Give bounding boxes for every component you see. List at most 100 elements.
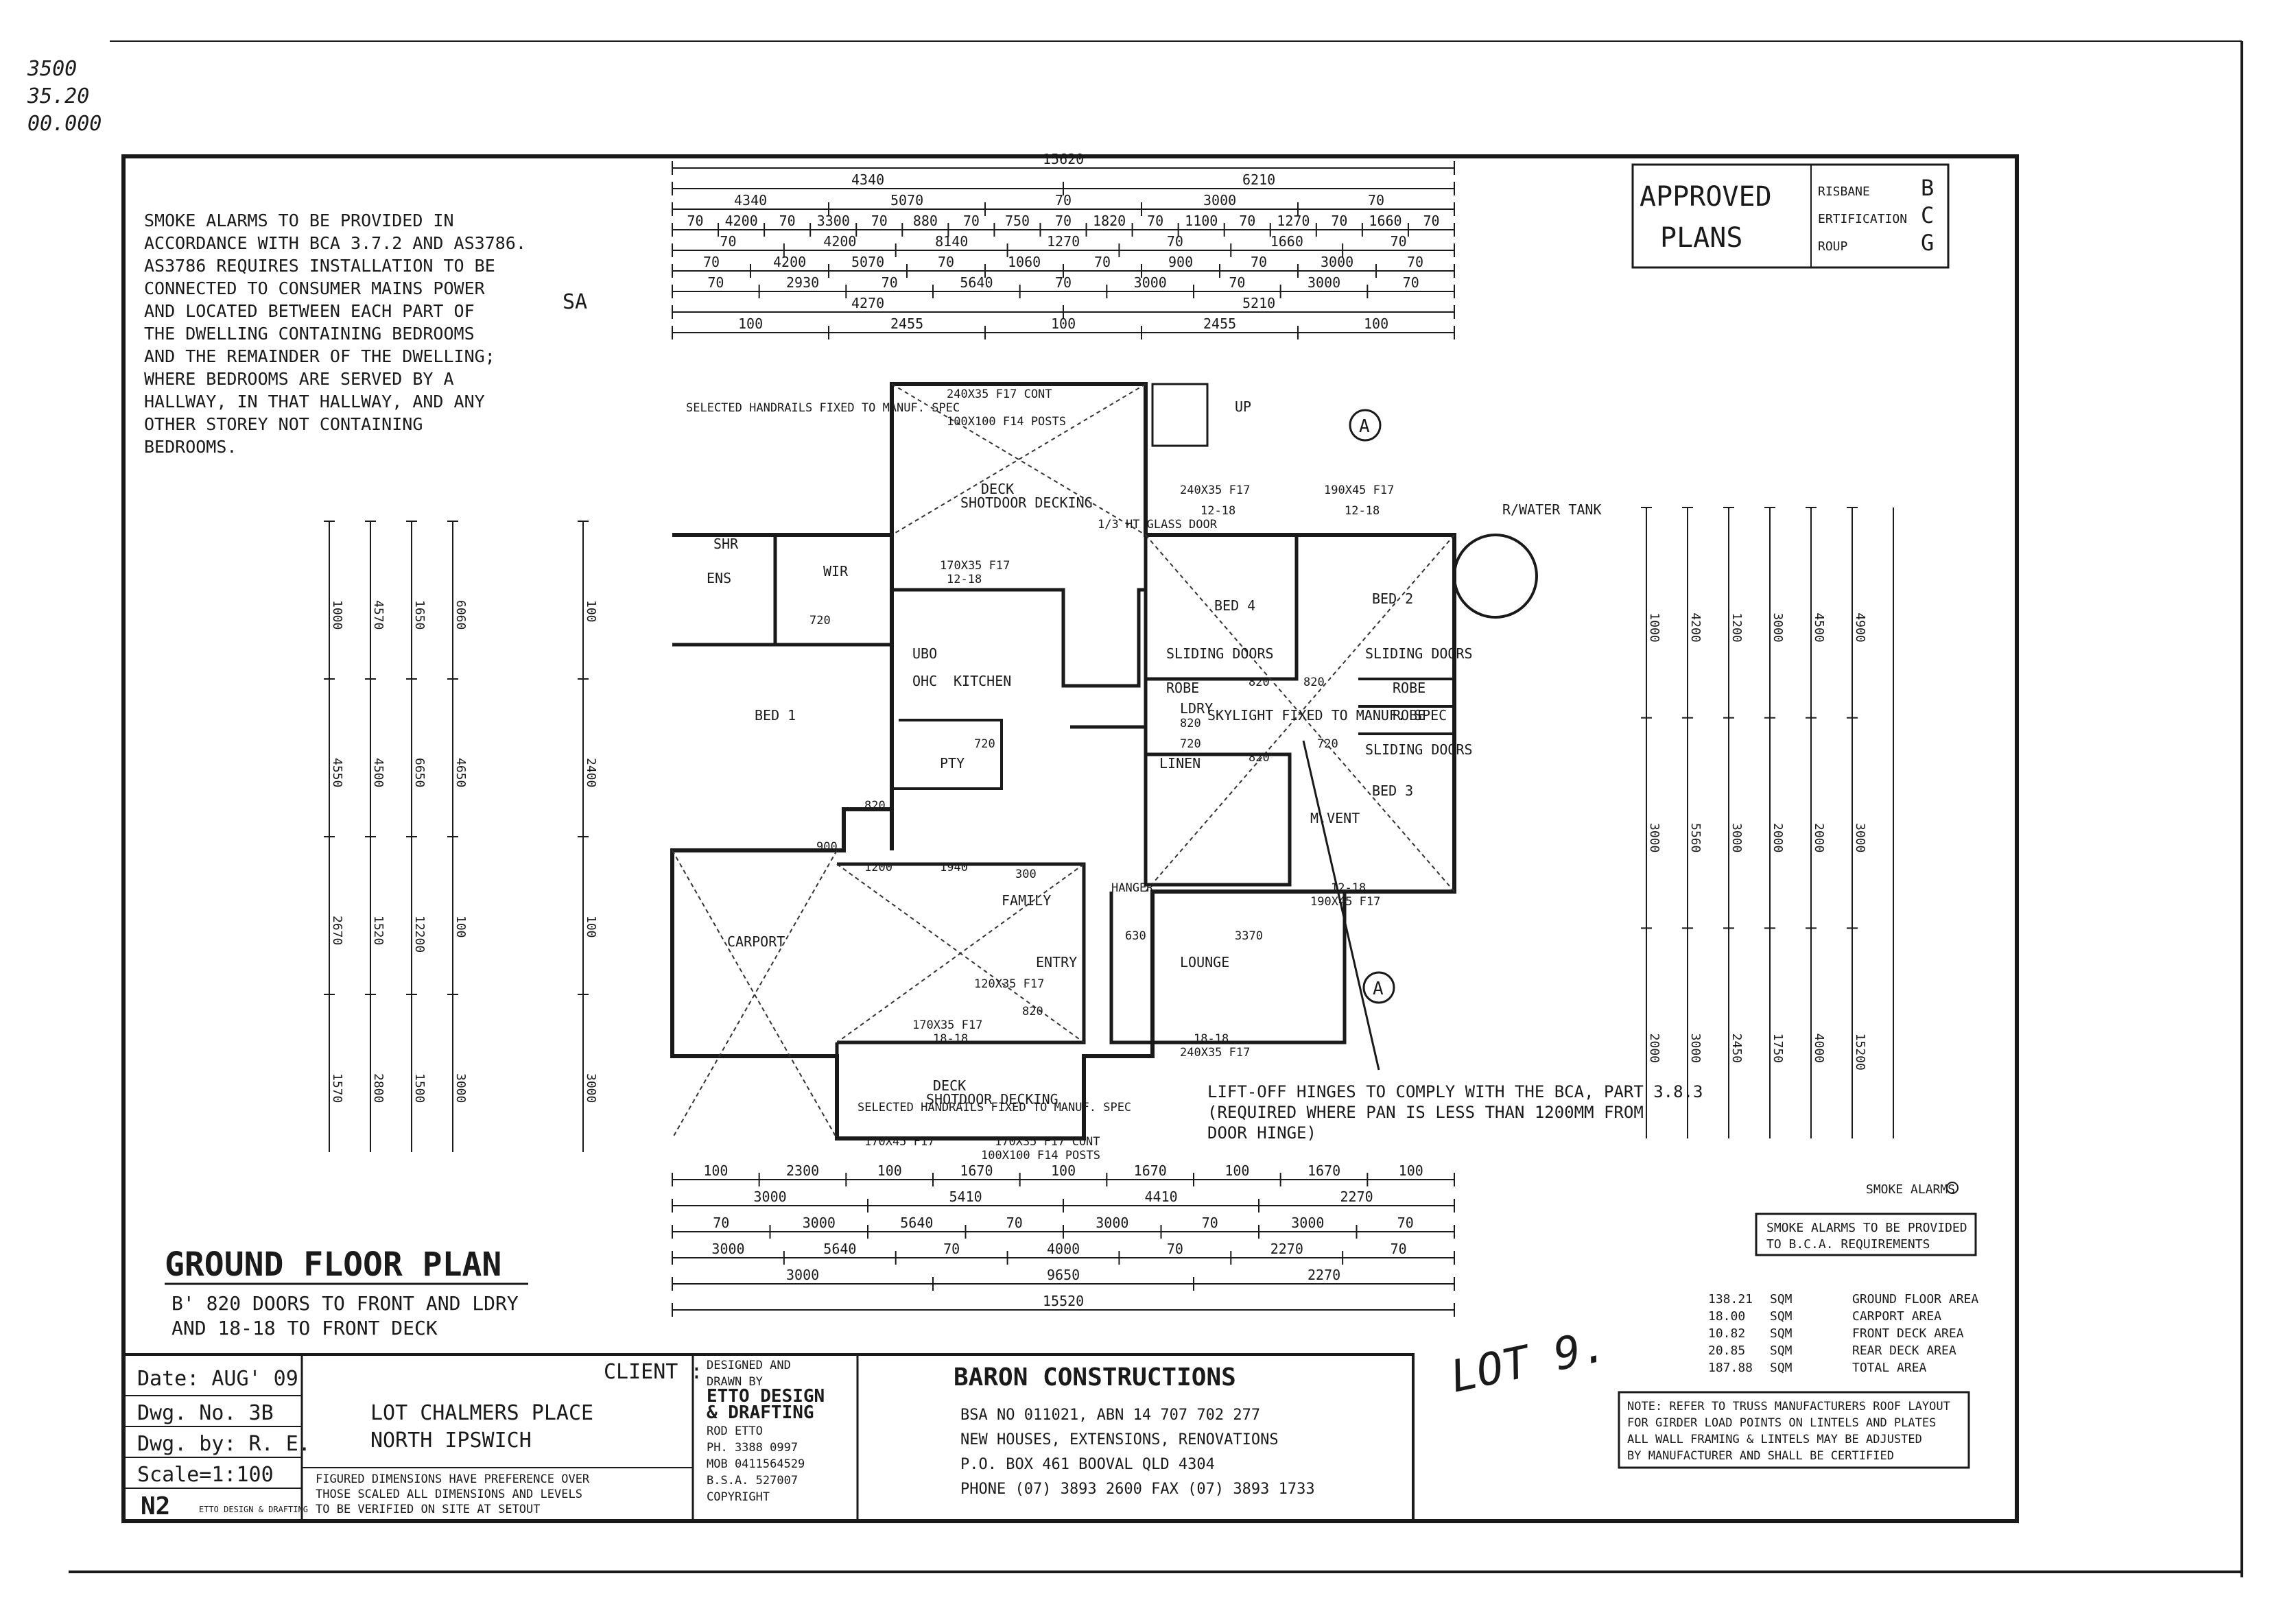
dim-value: 1820 [1093, 213, 1126, 229]
dim-value: 1670 [960, 1162, 993, 1179]
figured-line: THOSE SCALED ALL DIMENSIONS AND LEVELS [316, 1488, 582, 1501]
room-label: DECK [981, 481, 1014, 497]
vdim-value: 3000 [1853, 823, 1867, 852]
legend-box-line-1: SMOKE ALARMS TO BE PROVIDED [1766, 1221, 1967, 1235]
room-label: UBO [912, 645, 937, 662]
member-callout: 630 [1125, 929, 1146, 943]
dim-value: 70 [882, 274, 898, 291]
room-label: ROBE [1393, 680, 1426, 696]
area-value: 187.88 [1708, 1361, 1753, 1375]
dim-value: 5410 [949, 1189, 982, 1205]
dim-value: 9650 [1047, 1267, 1080, 1283]
truss-line: FOR GIRDER LOAD POINTS ON LINTELS AND PL… [1627, 1416, 1936, 1430]
member-callout: 190X45 F17 [1324, 483, 1394, 497]
room-label: CARPORT [727, 933, 785, 950]
room-label: ROBE [1166, 680, 1199, 696]
vdim-value: 1500 [412, 1073, 427, 1103]
dim-value: 100 [1051, 1162, 1076, 1179]
member-callout: 820 [1249, 676, 1270, 689]
member-callout: 820 [864, 799, 886, 813]
dim-value: 3000 [754, 1189, 787, 1205]
stamp-org-word: ERTIFICATION [1818, 212, 1907, 226]
room-label: SLIDING DOORS [1365, 741, 1473, 758]
member-callout: 12-18 [1200, 504, 1235, 518]
smoke-note-line: AS3786 REQUIRES INSTALLATION TO BE [144, 256, 495, 276]
room-label: M.VENT [1310, 810, 1360, 826]
member-callout: 18-18 [1194, 1032, 1229, 1046]
tb-sheet: N2 [141, 1492, 170, 1520]
stamp-org-initial: G [1921, 230, 1934, 256]
dim-value: 70 [1202, 1215, 1218, 1231]
dim-value: 4270 [851, 295, 884, 311]
dim-value: 5210 [1242, 295, 1275, 311]
dim-value: 5070 [851, 254, 884, 270]
room-label: BED 3 [1372, 783, 1413, 799]
vdim-value: 6060 [453, 600, 468, 630]
member-callout: 1200 [864, 861, 892, 874]
wall-outline [670, 382, 1456, 1141]
dim-value: 3000 [1291, 1215, 1324, 1231]
member-callout: 300 [1015, 868, 1037, 881]
vdim-value: 2000 [1812, 823, 1826, 852]
member-callout: 720 [1317, 737, 1338, 751]
tb-logo-text: ETTO DESIGN & DRAFTING [199, 1505, 308, 1514]
dim-value: 70 [1251, 254, 1267, 270]
vdim-value: 12200 [412, 916, 427, 953]
wall-ldry [1070, 535, 1148, 729]
smoke-note-line: AND THE REMAINDER OF THE DWELLING; [144, 346, 495, 366]
figured-note: FIGURED DIMENSIONS HAVE PREFERENCE OVERT… [316, 1472, 590, 1516]
dim-value: 100 [738, 315, 763, 332]
member-callout: 18-18 [933, 1032, 968, 1046]
designer-line: MOB 0411564529 [707, 1457, 805, 1471]
member-callout: 170X35 F17 CONT [995, 1135, 1100, 1149]
smoke-note-line: BEDROOMS. [144, 437, 237, 457]
dim-value: 1670 [1134, 1162, 1167, 1179]
room-label: UP [1235, 398, 1251, 415]
vdim-value: 4570 [371, 600, 386, 630]
vdim-value: 1000 [1647, 612, 1661, 642]
vdim-value: 4900 [1853, 612, 1867, 642]
vdim-value: 4650 [453, 758, 468, 787]
room-label: PTY [940, 755, 965, 772]
vdim-value: 100 [584, 600, 598, 623]
stamp-org-initial: B [1921, 175, 1934, 201]
member-callout: 1940 [940, 861, 968, 874]
designer-line: COPYRIGHT [707, 1490, 770, 1504]
smoke-alarm-icon [1946, 1182, 1959, 1194]
dim-value: 70 [963, 213, 980, 229]
member-callout: 820 [1180, 717, 1201, 730]
dim-value: 70 [779, 213, 796, 229]
dim-value: 15520 [1043, 1293, 1084, 1309]
dim-value: 3000 [1308, 274, 1340, 291]
member-callout: 240X35 F17 [1180, 483, 1250, 497]
room-label: BED 4 [1214, 597, 1255, 614]
vdim-value: 4000 [1812, 1034, 1826, 1063]
wall-lounge [1109, 892, 1347, 1044]
vdim-value: 3000 [1647, 823, 1661, 852]
dim-value: 4200 [773, 254, 806, 270]
member-callout: 240X35 F17 CONT [947, 387, 1052, 401]
dim-value: 70 [1368, 192, 1384, 208]
stamp-org-initial: C [1921, 202, 1934, 228]
room-label: BED 1 [755, 707, 796, 724]
dim-value: 1660 [1270, 233, 1303, 250]
vdim-value: 2670 [330, 916, 344, 945]
dim-value: 100 [1364, 315, 1388, 332]
dim-value: 70 [1239, 213, 1255, 229]
dim-value: 70 [938, 254, 954, 270]
smoke-alarm-note: SMOKE ALARMS TO BE PROVIDED INACCORDANCE… [144, 211, 526, 457]
area-value: 18.00 [1708, 1309, 1745, 1324]
dim-value: 70 [707, 274, 724, 291]
vdim-value: 4550 [330, 758, 344, 787]
right-dimensions: 1000300020004200556030001200300024503000… [1641, 507, 1894, 1138]
dim-value: 100 [877, 1162, 902, 1179]
dim-value: 2270 [1308, 1267, 1340, 1283]
section-a-bottom-icon [1362, 971, 1395, 1004]
wall-robes [1358, 678, 1454, 735]
dim-value: 1100 [1185, 213, 1218, 229]
legend-box [1755, 1213, 1977, 1256]
smoke-note-line: SMOKE ALARMS TO BE PROVIDED IN [144, 211, 454, 230]
title-block-text: Date: AUG' 09 Dwg. No. 3B Dwg. by: R. E.… [137, 1359, 1315, 1520]
